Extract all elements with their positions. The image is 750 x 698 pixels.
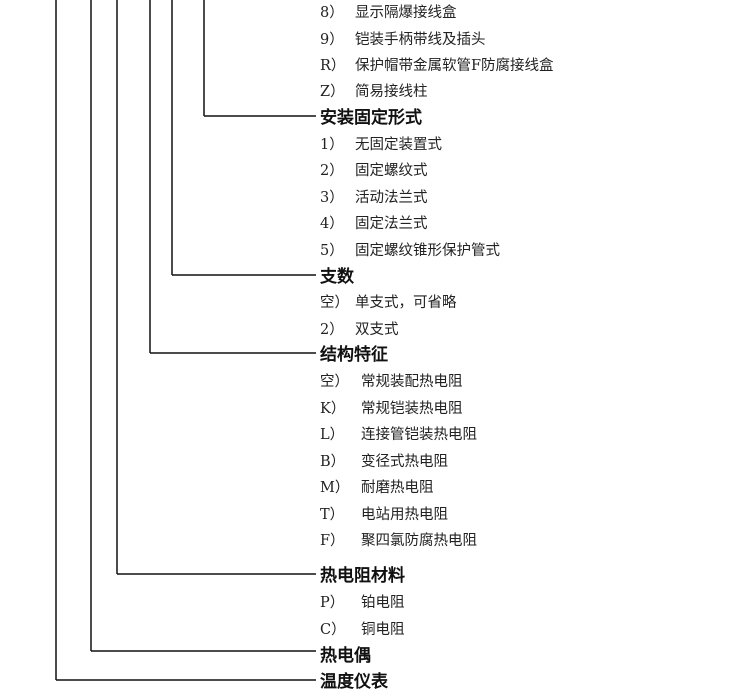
- item-label: 简易接线柱: [355, 84, 428, 100]
- heading-thermocouple: 热电偶: [320, 646, 371, 666]
- item-code: T）: [320, 507, 345, 523]
- item-label: 固定螺纹式: [355, 163, 428, 179]
- item-label: 无固定装置式: [355, 137, 442, 153]
- item-label: 保护帽带金属软管F防腐接线盒: [355, 58, 554, 74]
- item-label: 变径式热电阻: [361, 454, 448, 470]
- item-code: 2）: [320, 322, 344, 338]
- item-code: 空）: [320, 295, 349, 311]
- item-label: 铜电阻: [361, 622, 405, 638]
- heading-instrument: 温度仪表: [320, 672, 388, 692]
- item-label: 固定法兰式: [355, 216, 428, 232]
- item-label: 固定螺纹锥形保护管式: [355, 243, 500, 259]
- item-code: P）: [320, 595, 345, 611]
- item-label: 铂电阻: [361, 595, 405, 611]
- item-label: 显示隔爆接线盒: [355, 5, 457, 21]
- item-code: 2）: [320, 163, 344, 179]
- item-code: 4）: [320, 216, 344, 232]
- item-code: R）: [320, 58, 346, 74]
- item-label: 电站用热电阻: [361, 507, 448, 523]
- heading-material: 热电阻材料: [320, 566, 405, 586]
- item-label: 双支式: [355, 322, 399, 338]
- item-code: 空）: [320, 374, 349, 390]
- item-label: 常规铠装热电阻: [361, 401, 463, 417]
- item-code: K）: [320, 401, 346, 417]
- heading-branches: 支数: [320, 267, 354, 287]
- heading-mounting: 安装固定形式: [320, 108, 422, 128]
- item-code: C）: [320, 622, 346, 638]
- item-label: 活动法兰式: [355, 190, 428, 206]
- item-code: 9）: [320, 32, 344, 48]
- item-code: M）: [320, 480, 350, 496]
- item-code: Z）: [320, 84, 345, 100]
- item-label: 单支式，可省略: [355, 295, 457, 311]
- item-code: 3）: [320, 190, 344, 206]
- item-code: 8）: [320, 5, 344, 21]
- item-label: 铠装手柄带线及插头: [355, 32, 486, 48]
- item-code: 1）: [320, 137, 344, 153]
- item-label: 常规装配热电阻: [361, 374, 463, 390]
- item-code: F）: [320, 533, 345, 549]
- item-label: 聚四氯防腐热电阻: [361, 533, 477, 549]
- item-code: 5）: [320, 243, 344, 259]
- item-label: 耐磨热电阻: [361, 480, 434, 496]
- heading-structure: 结构特征: [320, 345, 388, 365]
- item-code: L）: [320, 427, 345, 443]
- item-label: 连接管铠装热电阻: [361, 427, 477, 443]
- item-code: B）: [320, 454, 346, 470]
